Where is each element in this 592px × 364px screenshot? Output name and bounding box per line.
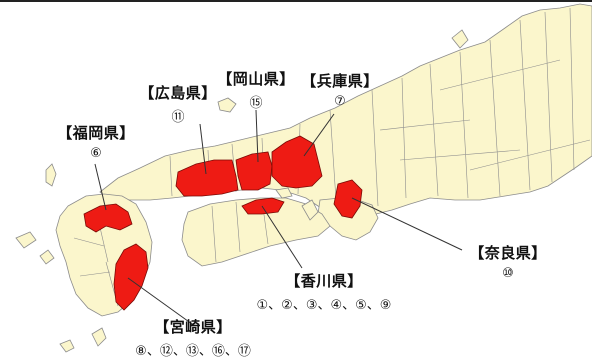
label-fukuoka-name: 【福岡県】 [57,124,135,142]
label-kagawa-numbers: ①、②、③、④、⑤、⑨ [256,298,392,313]
leader-okayama [255,109,259,163]
leader-hyogo [303,113,335,157]
label-hiroshima-name: 【広島県】 [139,84,217,102]
leader-lines [94,109,463,325]
prefecture-hiroshima [175,159,239,197]
island-awaji [301,199,319,221]
island-shodoshima [275,187,293,199]
label-miyazaki-numbers: ⑧、⑫、⑬、⑯、⑰ [135,344,251,359]
island-oki [217,97,237,113]
label-miyazaki: 【宮崎県】 ⑧、⑫、⑬、⑯、⑰ [108,316,278,359]
shikoku-land [181,197,331,267]
label-miyazaki-name: 【宮崎県】 [154,318,232,336]
label-hyogo: 【兵庫県】 ⑦ [294,70,386,109]
highlighted-prefectures [83,135,363,311]
small-islands [15,29,469,353]
prefecture-miyazaki [113,243,149,311]
prefecture-borders-kyushu [73,209,119,307]
label-okayama: 【岡山県】 ⑮ [210,68,302,111]
leader-nara [351,197,463,251]
label-nara-name: 【奈良県】 [469,244,547,262]
label-fukuoka-numbers: ⑥ [90,146,102,161]
label-nara-numbers: ⑩ [502,266,514,281]
label-hyogo-numbers: ⑦ [334,94,346,109]
prefecture-kagawa [241,197,285,215]
label-hiroshima: 【広島県】 ⑪ [132,82,224,125]
leader-fukuoka [94,163,107,211]
island-yakushima [59,339,75,353]
label-kagawa: 【香川県】 ①、②、③、④、⑤、⑨ [224,270,424,313]
label-fukuoka: 【福岡県】 ⑥ [50,122,142,161]
island-tsushima [45,163,57,187]
top-rule [0,0,592,2]
label-hiroshima-numbers: ⑪ [171,110,185,125]
island-goto-2 [39,249,55,265]
leader-miyazaki [127,277,193,325]
island-tanegashima [91,327,107,347]
leader-hiroshima [199,123,207,175]
island-goto-1 [15,231,37,249]
label-okayama-numbers: ⑮ [249,96,263,111]
leader-kagawa [261,205,303,269]
prefecture-nara [333,179,363,219]
prefecture-fukuoka [83,203,133,233]
label-hyogo-name: 【兵庫県】 [301,72,379,90]
label-nara: 【奈良県】 ⑩ [452,242,564,281]
label-okayama-name: 【岡山県】 [217,70,295,88]
shikoku-landmass [181,197,331,267]
prefecture-okayama [235,151,273,191]
label-kagawa-name: 【香川県】 [285,272,363,290]
island-sado-like [451,29,469,49]
